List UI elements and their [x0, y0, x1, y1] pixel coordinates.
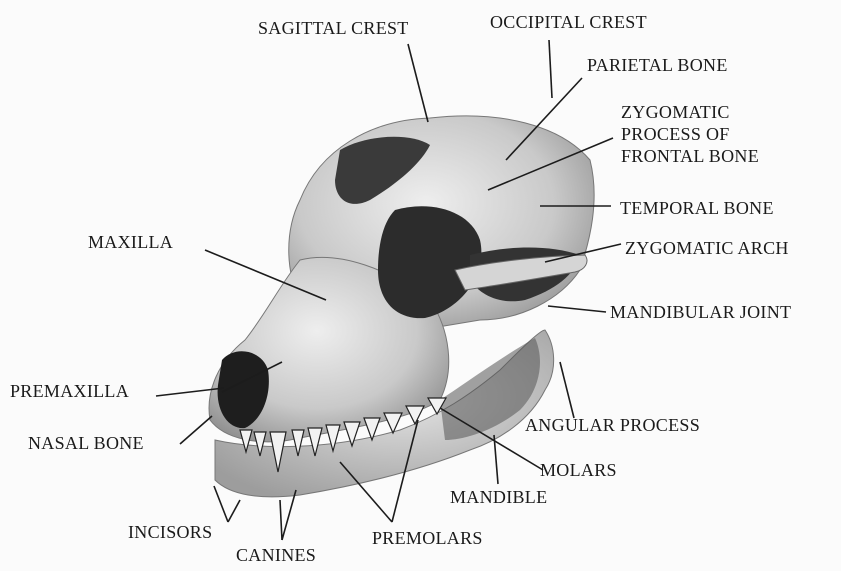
label-premaxilla: PREMAXILLA	[10, 381, 129, 401]
label-maxilla: MAXILLA	[88, 232, 173, 252]
label-zygomatic-arch: ZYGOMATIC ARCH	[625, 238, 789, 258]
label-mandible: MANDIBLE	[450, 487, 547, 507]
label-parietal-bone: PARIETAL BONE	[587, 55, 728, 75]
label-premolars: PREMOLARS	[372, 528, 483, 548]
label-zygomatic-process: ZYGOMATIC PROCESS OF FRONTAL BONE	[621, 101, 759, 167]
label-temporal-bone: TEMPORAL BONE	[620, 198, 774, 218]
label-nasal-bone: NASAL BONE	[28, 433, 144, 453]
label-molars: MOLARS	[540, 460, 617, 480]
label-mandibular-joint: MANDIBULAR JOINT	[610, 302, 791, 322]
label-occipital-crest: OCCIPITAL CREST	[490, 12, 647, 32]
label-canines: CANINES	[236, 545, 316, 565]
label-sagittal-crest: SAGITTAL CREST	[258, 18, 409, 38]
label-angular-process: ANGULAR PROCESS	[525, 415, 700, 435]
label-incisors: INCISORS	[128, 522, 212, 542]
